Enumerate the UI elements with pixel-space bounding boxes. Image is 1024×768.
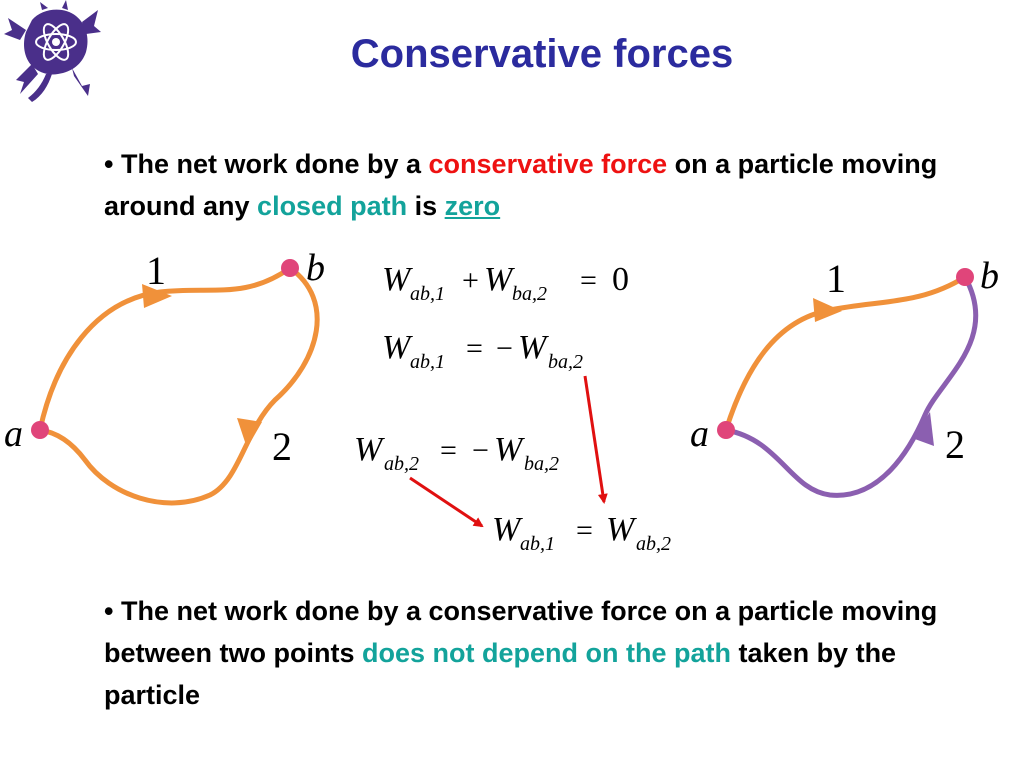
left-point-a [31, 421, 49, 439]
bullet1-text-3: is [414, 191, 438, 221]
right-point-a [717, 421, 735, 439]
eq2-equals: = [466, 332, 483, 365]
right-path-1-arrow-icon [813, 298, 842, 322]
highlight-conservative-force: conservative force [428, 149, 668, 179]
eq1-w-1: W [382, 261, 413, 298]
left-label-path-1: 1 [146, 248, 166, 293]
right-path-2-arrow-icon [912, 412, 934, 446]
right-label-b: b [980, 255, 999, 297]
left-path-1-arrow-icon [142, 284, 172, 308]
left-label-b: b [306, 247, 325, 289]
bullet-closed-path: • The net work done by a conservative fo… [104, 143, 984, 227]
eq3-w-2: W [494, 431, 525, 468]
bullet2-text-2: taken by the particle [104, 638, 897, 710]
right-label-path-1: 1 [826, 256, 846, 301]
left-path-2 [37, 265, 320, 506]
highlight-closed-path: closed path [257, 191, 408, 221]
highlight-does-not-depend: does not depend on the path [362, 638, 732, 668]
eq3-w-1: W [354, 431, 385, 468]
left-label-a: a [4, 413, 23, 455]
eq3-equals: = [440, 434, 457, 467]
bullet-marker: • [104, 149, 114, 179]
left-point-b [281, 259, 299, 277]
eq2-w-2: W [518, 329, 549, 366]
right-label-path-2: 2 [945, 422, 965, 467]
eq3-subscript-1: ab,2 [384, 453, 419, 475]
red-arrow-from-eq2-icon [583, 375, 608, 504]
horned-frog-logo-icon [4, 0, 101, 102]
right-path-2 [723, 274, 979, 498]
eq1-subscript-2: ba,2 [512, 283, 547, 305]
equation-2: W ab,1 = − W ba,2 [382, 329, 583, 373]
left-label-path-2: 2 [272, 424, 292, 469]
equation-1: W ab,1 + W ba,2 = 0 [382, 261, 629, 305]
eq2-minus: − [496, 332, 513, 365]
red-arrow-from-eq3-icon [409, 476, 484, 528]
equation-4: W ab,1 = W ab,2 [492, 511, 671, 555]
bullet-path-independence: • The net work done by a conservative fo… [104, 590, 984, 716]
eq2-w-1: W [382, 329, 413, 366]
slide-title: Conservative forces [350, 32, 734, 76]
bullet1-text-2: on a particle moving around any [104, 149, 938, 221]
highlight-zero: zero [444, 191, 501, 221]
bullet-marker: • [104, 596, 114, 626]
eq4-w-1: W [492, 511, 523, 548]
eq3-subscript-2: ba,2 [524, 453, 559, 475]
left-closed-path-diagram: a b 1 2 [4, 247, 325, 506]
eq4-equals: = [576, 514, 593, 547]
eq4-w-2: W [606, 511, 637, 548]
eq2-subscript-1: ab,1 [410, 351, 445, 373]
eq1-plus: + [462, 264, 479, 297]
eq1-w-2: W [484, 261, 515, 298]
eq4-subscript-2: ab,2 [636, 533, 671, 555]
equation-3: W ab,2 = − W ba,2 [354, 431, 559, 475]
left-path-2-arrow-icon [237, 418, 262, 448]
right-point-b [956, 268, 974, 286]
right-two-path-diagram: a b 1 2 [690, 255, 999, 498]
eq1-equals: = [580, 264, 597, 297]
bullet1-text-1: The net work done by a [120, 149, 422, 179]
eq2-subscript-2: ba,2 [548, 351, 583, 373]
right-label-a: a [690, 413, 709, 455]
bullet2-text-1: The net work done by a conservative forc… [104, 596, 938, 668]
eq1-subscript-1: ab,1 [410, 283, 445, 305]
eq3-minus: − [472, 434, 489, 467]
eq4-subscript-1: ab,1 [520, 533, 555, 555]
eq1-rhs: 0 [612, 261, 629, 298]
